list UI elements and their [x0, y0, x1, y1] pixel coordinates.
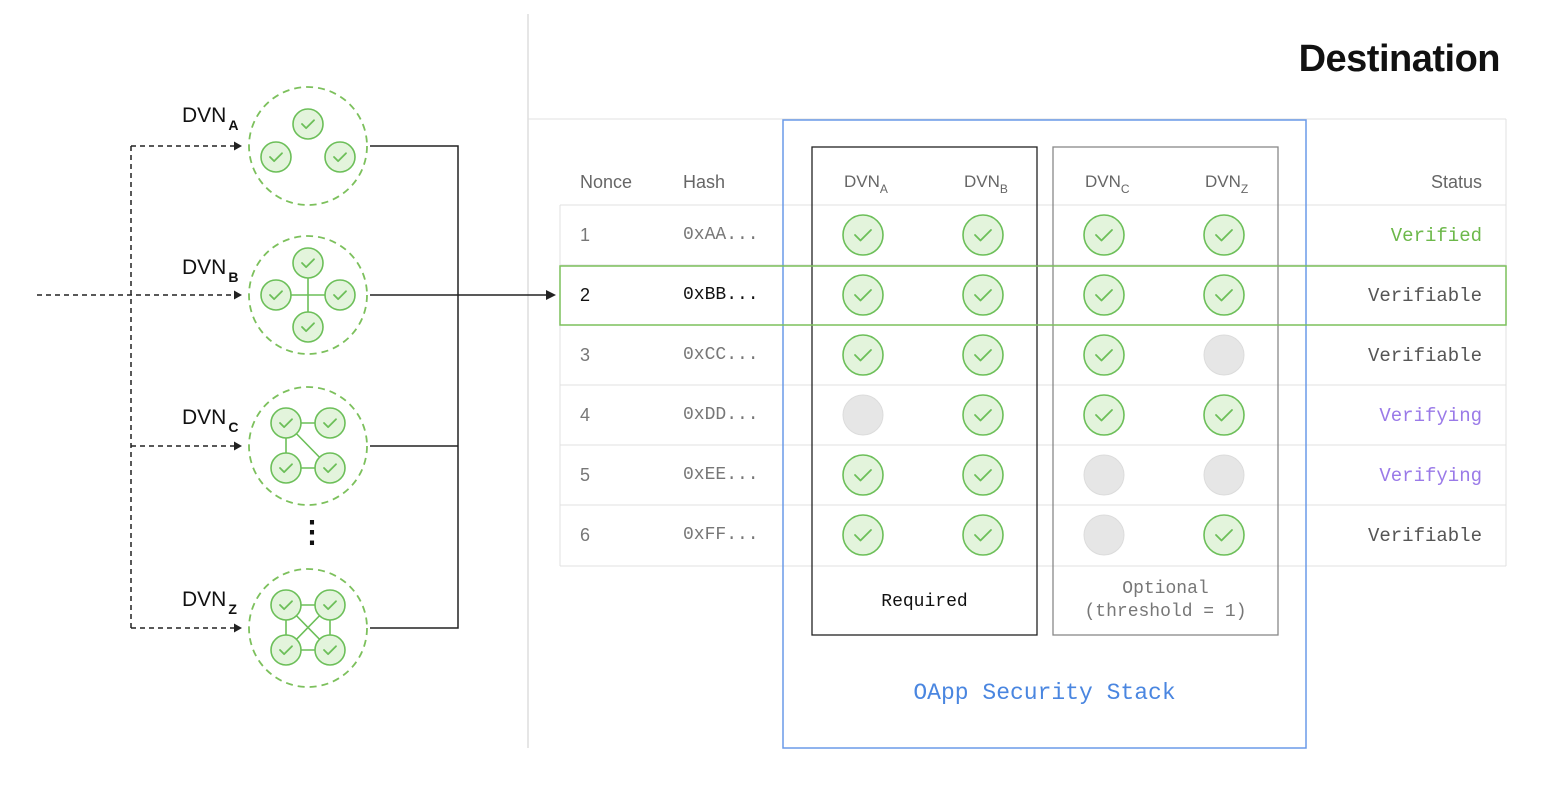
row-1-status: Verified	[1390, 225, 1482, 247]
ellipsis-icon: ⋮	[297, 516, 327, 549]
row-3-nonce: 3	[580, 345, 591, 365]
row-5-status: Verifying	[1379, 465, 1482, 487]
row-6-dvn-b-check-icon	[962, 514, 1004, 556]
security-stack-box	[782, 119, 1307, 749]
dvn-a-node-2-check-icon	[260, 141, 292, 173]
dvn-b-node-2-check-icon	[260, 279, 292, 311]
row-1-nonce: 1	[580, 225, 591, 245]
dvn-b-node-1-check-icon	[292, 247, 324, 279]
row-6-dvn-c-pending-icon	[1083, 514, 1125, 556]
dvn-c-node-1-check-icon	[270, 407, 302, 439]
dvn-z-node-4-check-icon	[314, 634, 346, 666]
row-6-hash: 0xFF...	[683, 525, 759, 545]
required-group-box	[811, 146, 1038, 636]
dvn-c-node-4-check-icon	[314, 452, 346, 484]
row-4-hash: 0xDD...	[683, 405, 759, 425]
row-6-dvn-z-check-icon	[1203, 514, 1245, 556]
row-3-dvn-c-check-icon	[1083, 334, 1125, 376]
header-status: Status	[1430, 172, 1482, 192]
dvn-b-node-4-check-icon	[292, 311, 324, 343]
dvn-c-node-3-check-icon	[270, 452, 302, 484]
highlighted-row-border	[559, 265, 1507, 326]
row-4-dvn-a-pending-icon	[842, 394, 884, 436]
dvn-a-node-1-check-icon	[292, 108, 324, 140]
dvn-b-node-3-check-icon	[324, 279, 356, 311]
row-4-status: Verifying	[1379, 405, 1482, 427]
row-5-hash: 0xEE...	[683, 465, 759, 485]
required-label: Required	[881, 592, 968, 612]
row-2-dvn-b-check-icon	[962, 274, 1004, 316]
input-connectors	[37, 145, 240, 629]
header-dvn-b: DVNB	[964, 172, 1008, 196]
dvn-b-graph-icon	[248, 235, 368, 355]
dvn-a-graph-icon	[248, 86, 368, 206]
output-connectors	[370, 145, 546, 629]
row-6-nonce: 6	[580, 525, 591, 545]
row-4-dvn-z-check-icon	[1203, 394, 1245, 436]
row-1-dvn-z-check-icon	[1203, 214, 1245, 256]
row-3-dvn-z-pending-icon	[1203, 334, 1245, 376]
optional-label: Optional (threshold = 1)	[1053, 578, 1278, 624]
optional-label-line2: (threshold = 1)	[1084, 602, 1247, 622]
table-frame	[528, 118, 1507, 567]
row-2-dvn-z-check-icon	[1203, 274, 1245, 316]
row-5-nonce: 5	[580, 465, 591, 485]
dvn-z-node-2-check-icon	[314, 589, 346, 621]
optional-group-box	[1052, 146, 1279, 636]
header-hash: Hash	[683, 172, 726, 192]
row-4-dvn-b-check-icon	[962, 394, 1004, 436]
header-dvn-z: DVNZ	[1205, 172, 1249, 196]
dvn-z-node-3-check-icon	[270, 634, 302, 666]
row-5-dvn-c-pending-icon	[1083, 454, 1125, 496]
page-title: Destination	[1298, 38, 1501, 80]
header-dvn-c: DVNC	[1085, 172, 1130, 196]
row-6-status: Verifiable	[1367, 525, 1482, 547]
row-3-status: Verifiable	[1367, 345, 1482, 367]
row-1-dvn-b-check-icon	[962, 214, 1004, 256]
optional-label-line1: Optional	[1122, 579, 1209, 599]
row-3-dvn-b-check-icon	[962, 334, 1004, 376]
row-2-hash: 0xBB...	[683, 285, 759, 305]
row-2-dvn-c-check-icon	[1083, 274, 1125, 316]
header-nonce: Nonce	[580, 172, 633, 192]
row-2-dvn-a-check-icon	[842, 274, 884, 316]
header-dvn-a: DVNA	[844, 172, 888, 196]
dvn-a-node-3-check-icon	[324, 141, 356, 173]
row-1-dvn-a-check-icon	[842, 214, 884, 256]
row-4-nonce: 4	[580, 405, 591, 425]
output-arrowhead	[546, 290, 556, 300]
row-2-status: Verifiable	[1367, 285, 1482, 307]
row-5-dvn-z-pending-icon	[1203, 454, 1245, 496]
input-arrowheads	[234, 141, 242, 633]
row-2-nonce: 2	[580, 285, 591, 305]
dvn-z-graph-icon	[248, 568, 368, 688]
row-5-dvn-b-check-icon	[962, 454, 1004, 496]
row-5-dvn-a-check-icon	[842, 454, 884, 496]
row-1-hash: 0xAA...	[683, 225, 759, 245]
security-stack-label: OApp Security Stack	[913, 680, 1176, 706]
row-1-dvn-c-check-icon	[1083, 214, 1125, 256]
row-3-dvn-a-check-icon	[842, 334, 884, 376]
row-3-hash: 0xCC...	[683, 345, 759, 365]
dvn-c-node-2-check-icon	[314, 407, 346, 439]
row-6-dvn-a-check-icon	[842, 514, 884, 556]
dvn-z-node-1-check-icon	[270, 589, 302, 621]
row-4-dvn-c-check-icon	[1083, 394, 1125, 436]
dvn-c-graph-icon	[248, 386, 368, 506]
